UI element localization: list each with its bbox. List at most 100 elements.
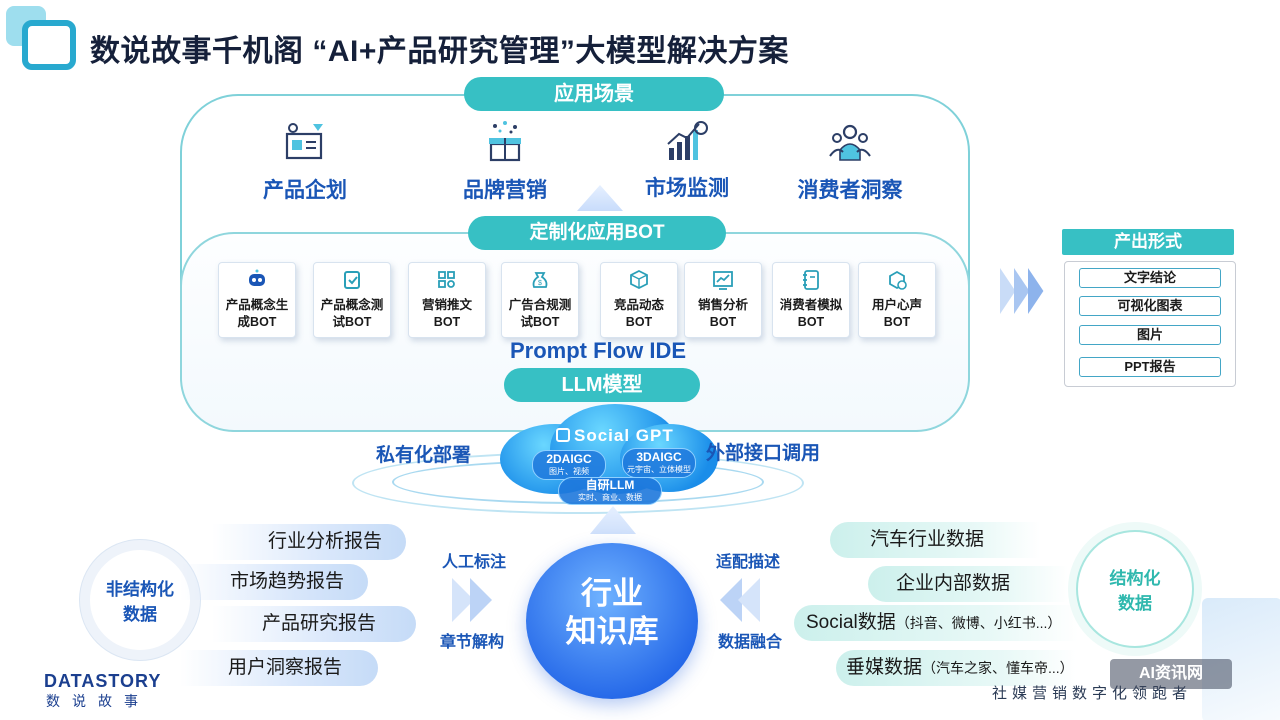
output-box — [1064, 261, 1236, 387]
circle-line2: 数据 — [1118, 594, 1152, 613]
social-gpt-logo-icon — [556, 428, 570, 442]
bot-card-consumer-simulation[interactable]: 消费者模拟 BOT — [772, 262, 850, 338]
label-chapter-deconstruct: 章节解构 — [440, 634, 505, 651]
bot-label-line2: BOT — [709, 315, 737, 329]
badge-title: 2DAIGC — [546, 452, 592, 466]
circle-line2: 数据 — [123, 605, 157, 624]
bot-card-competitor-updates[interactable]: 竞品动态 BOT — [600, 262, 678, 338]
scene-label: 消费者洞察 — [797, 179, 903, 202]
slogan: 社媒营销数字化领跑者 — [992, 685, 1193, 702]
structured-data-circle: 结构化数据 — [1076, 530, 1194, 648]
data-vertical-media: 垂媒数据（汽车之家、懂车帝...） — [836, 650, 1076, 686]
badge-title: 自研LLM — [585, 478, 635, 492]
scene-label: 市场监测 — [645, 177, 729, 200]
data-note: （抖音、微博、小红书...） — [895, 615, 1062, 631]
bot-card-sales-analysis[interactable]: 销售分析 BOT — [684, 262, 762, 338]
unstructured-data-circle: 非结构化数据 — [80, 540, 200, 660]
data-main: 企业内部数据 — [896, 573, 1011, 594]
knowledge-base-circle — [526, 543, 698, 699]
consumers-icon — [829, 124, 871, 161]
kb-line1: 行业 — [581, 576, 643, 611]
line-chart-icon — [713, 271, 733, 290]
scenes-header: 应用场景 — [464, 77, 724, 111]
robot-icon — [249, 269, 265, 286]
badge-note: 图片、视频 — [549, 467, 589, 476]
label-adapt-description: 适配描述 — [716, 554, 781, 571]
bot-card-ad-compliance[interactable]: $ 广告合规测 试BOT — [501, 262, 579, 338]
bot-label-line1: 竞品动态 — [613, 298, 664, 312]
scene-brand-marketing: 品牌营销 — [440, 120, 570, 204]
bot-label-line1: 营销推文 — [421, 298, 472, 312]
bot-label-line1: 产品概念生 — [225, 298, 289, 312]
kb-line2: 知识库 — [565, 614, 659, 649]
bot-label-line2: BOT — [625, 315, 653, 329]
grid-search-icon — [438, 271, 455, 288]
svg-text:$: $ — [538, 280, 542, 287]
scene-consumer-insight: 消费者洞察 — [785, 120, 915, 204]
badge-note: 实时、商业、数据 — [578, 493, 642, 502]
notebook-icon — [803, 270, 819, 290]
scene-label: 产品企划 — [263, 179, 347, 202]
external-api-label: 外部接口调用 — [706, 443, 821, 464]
bot-card-marketing-posts[interactable]: 营销推文 BOT — [408, 262, 486, 338]
datastory-logo-subtext: 数说故事 — [46, 693, 150, 709]
bot-label-line2: BOT — [797, 315, 825, 329]
bot-label-line1: 消费者模拟 — [779, 298, 843, 312]
output-chevron-3 — [1028, 268, 1044, 314]
money-bag-icon: $ — [532, 272, 548, 288]
scene-label: 品牌营销 — [463, 179, 547, 202]
bot-label-line2: 试BOT — [332, 315, 372, 329]
bot-label-line2: BOT — [883, 315, 911, 329]
cloud-llm-badge: 自研LLM 实时、商业、数据 — [558, 477, 662, 505]
data-social: Social数据（抖音、微博、小红书...） — [794, 605, 1078, 641]
scene-market-monitoring: 市场监测 — [622, 120, 752, 202]
bot-label-line1: 销售分析 — [697, 298, 748, 312]
bot-label-line2: BOT — [433, 315, 461, 329]
market-chart-icon — [667, 121, 708, 160]
left-to-kb-chevron-2 — [470, 578, 492, 622]
right-to-kb-chevron-2 — [738, 578, 760, 622]
bot-label-line1: 产品概念测 — [320, 298, 384, 312]
custom-bot-header: 定制化应用BOT — [468, 216, 726, 250]
output-header: 产出形式 — [1062, 229, 1234, 255]
label-data-fusion: 数据融合 — [718, 634, 783, 651]
output-item-text: 文字结论 — [1079, 268, 1221, 288]
data-main: Social数据 — [806, 612, 896, 633]
output-item-ppt: PPT报告 — [1079, 357, 1221, 377]
bot-label-line1: 广告合规测 — [508, 298, 572, 312]
badge-note: 元宇宙、立体模型 — [627, 465, 691, 474]
cloud-2daigc-badge: 2DAIGC 图片、视频 — [532, 450, 606, 480]
bot-label-line2: 成BOT — [237, 315, 277, 329]
test-doc-icon — [344, 271, 360, 289]
llm-model-pill: LLM模型 — [504, 368, 700, 402]
title-logo-front-square — [22, 20, 76, 70]
datastory-logo-text: DATASTORY — [44, 671, 162, 691]
planning-icon — [285, 123, 323, 160]
page-title: 数说故事千机阁 “AI+产品研究管理”大模型解决方案 — [90, 35, 789, 68]
knowledge-base-label: 行业 知识库 — [526, 575, 698, 651]
data-main: 汽车行业数据 — [870, 529, 985, 550]
label-manual-annotation: 人工标注 — [442, 554, 507, 571]
badge-title: 3DAIGC — [636, 450, 682, 464]
bot-card-user-voice[interactable]: 用户心声 BOT — [858, 262, 936, 338]
data-main: 垂媒数据 — [846, 657, 923, 678]
bot-card-concept-testing[interactable]: 产品概念测 试BOT — [313, 262, 391, 338]
circle-line1: 结构化 — [1109, 569, 1161, 588]
report-industry: 行业分析报告 — [212, 524, 406, 560]
cloud-3daigc-badge: 3DAIGC 元宇宙、立体模型 — [622, 448, 696, 478]
cloud-brand: Social GPT — [556, 426, 674, 446]
watermark-badge: AI资讯网 — [1110, 659, 1232, 689]
output-item-chart: 可视化图表 — [1079, 296, 1221, 316]
report-product-research: 产品研究报告 — [212, 606, 416, 642]
data-note: （汽车之家、懂车帝...） — [922, 660, 1074, 676]
prompt-flow-ide-label: Prompt Flow IDE — [510, 338, 686, 363]
output-item-image: 图片 — [1079, 325, 1221, 345]
private-deploy-label: 私有化部署 — [376, 445, 472, 466]
brand-gift-icon — [489, 121, 521, 162]
bot-card-concept-generation[interactable]: 产品概念生 成BOT — [218, 262, 296, 338]
cube-icon — [630, 269, 648, 290]
data-auto-industry: 汽车行业数据 — [830, 522, 1040, 558]
report-market-trend: 市场趋势报告 — [180, 564, 368, 600]
scene-product-planning: 产品企划 — [240, 122, 370, 204]
report-user-insight: 用户洞察报告 — [180, 650, 378, 686]
